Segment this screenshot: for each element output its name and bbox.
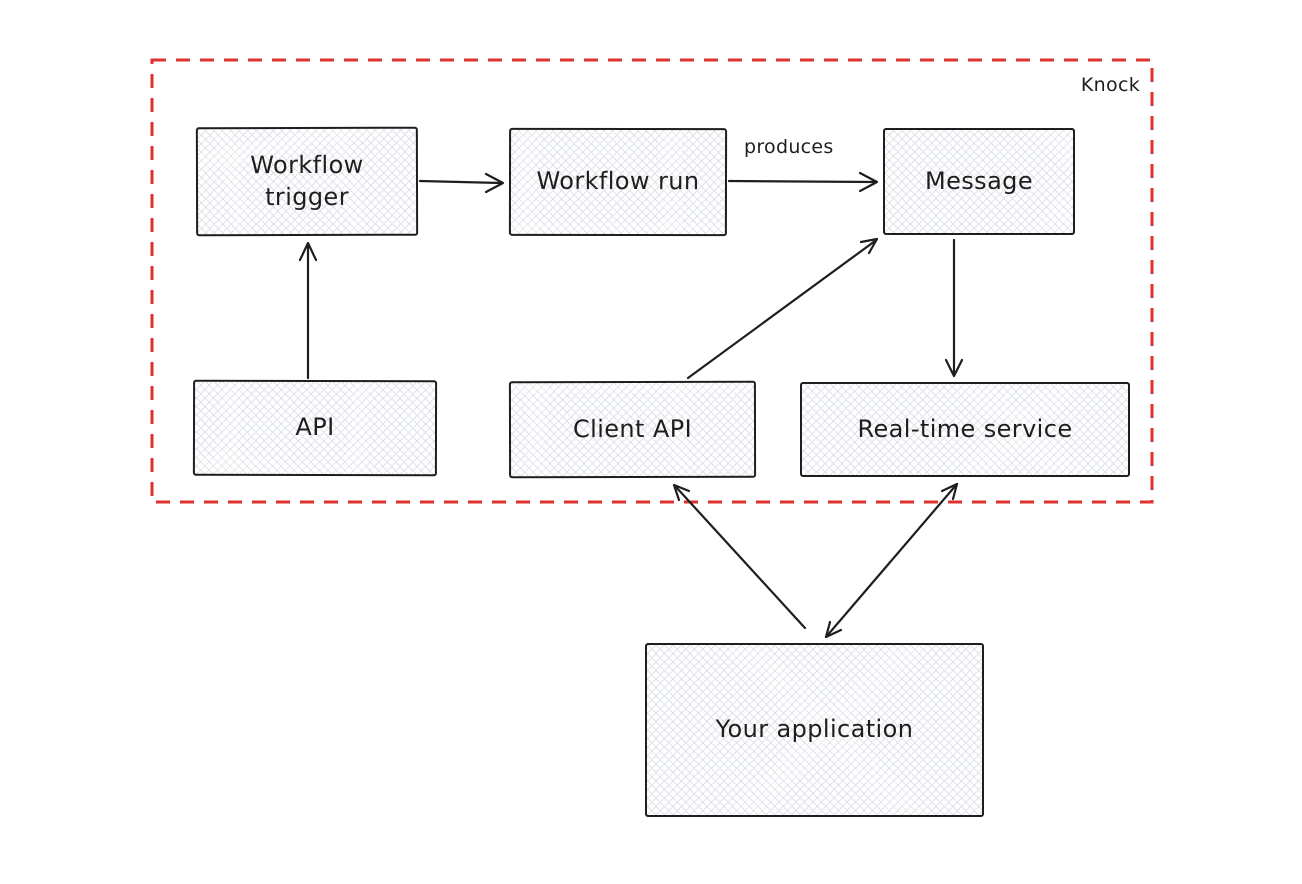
edge-line bbox=[686, 239, 877, 380]
node-label: API bbox=[295, 413, 335, 442]
edge-application-realtime-bidirectional bbox=[824, 482, 959, 639]
arrowhead bbox=[484, 172, 505, 194]
arrowhead bbox=[824, 620, 843, 639]
edge-line bbox=[418, 179, 503, 185]
node-client-api: Client API bbox=[508, 380, 757, 479]
edge-trigger-to-run bbox=[418, 172, 505, 194]
node-message: Message bbox=[883, 128, 1075, 235]
edge-application-to-client-api bbox=[672, 483, 807, 630]
edge-api-to-trigger bbox=[298, 241, 318, 380]
edge-run-to-message bbox=[727, 171, 879, 193]
edge-line bbox=[674, 485, 807, 630]
node-realtime-service: Real-time service bbox=[800, 382, 1130, 477]
node-label: Your application bbox=[715, 715, 914, 744]
arrowhead bbox=[944, 358, 964, 378]
edge-label-produces: produces bbox=[744, 136, 834, 158]
arrowhead bbox=[859, 237, 879, 255]
node-your-application: Your application bbox=[645, 643, 984, 817]
edge-line bbox=[727, 179, 877, 184]
node-label: Message bbox=[925, 166, 1033, 195]
node-api: API bbox=[192, 379, 438, 477]
edge-message-to-realtime bbox=[944, 238, 964, 378]
edge-client-api-to-message bbox=[686, 237, 879, 380]
edge-line bbox=[824, 482, 959, 639]
arrowhead bbox=[672, 483, 691, 502]
node-label: Workflow trigger bbox=[250, 151, 364, 211]
node-workflow-trigger: Workflow trigger bbox=[195, 126, 419, 237]
arrowhead bbox=[940, 482, 959, 501]
node-label: Client API bbox=[572, 414, 693, 444]
knock-container-label: Knock bbox=[1080, 74, 1140, 96]
node-label: Workflow run bbox=[536, 167, 700, 196]
node-label: Real-time service bbox=[857, 414, 1073, 443]
node-workflow-run: Workflow run bbox=[508, 127, 728, 237]
arrowhead bbox=[298, 241, 318, 262]
arrowhead bbox=[858, 171, 879, 193]
